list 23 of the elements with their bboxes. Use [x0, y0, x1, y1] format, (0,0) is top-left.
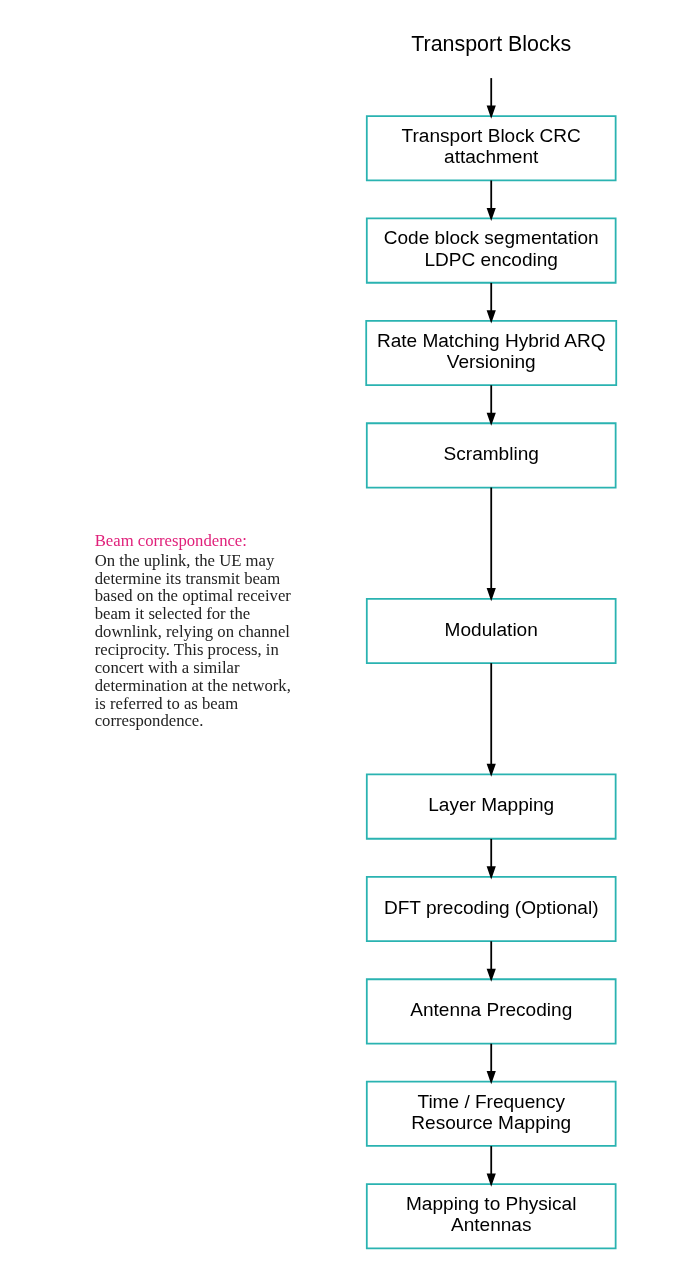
node-box: Code block segmentation LDPC encoding: [365, 217, 617, 284]
arrow: [486, 179, 496, 222]
node-box: Time / Frequency Resource Mapping: [365, 1080, 617, 1147]
node-box: Scrambling: [365, 422, 617, 489]
arrow: [486, 1042, 496, 1085]
arrow: [486, 662, 496, 777]
node-box: Mapping to Physical Antennas: [365, 1183, 617, 1250]
arrow: [486, 77, 496, 119]
node-box: Rate Matching Hybrid ARQ Versioning: [364, 319, 617, 387]
node-box: Layer Mapping: [365, 773, 617, 840]
arrow: [486, 1145, 496, 1187]
node-box: Antenna Precoding: [365, 978, 617, 1045]
arrow: [486, 838, 496, 880]
arrow: [486, 486, 496, 602]
arrow: [486, 384, 496, 426]
node-box: DFT precoding (Optional): [365, 875, 617, 943]
label: On the uplink, the UE may determine its transmit beam based on the optimal receiver beam it selected for the downlink, relying on channel reciprocity. This process, in concert with a similar determination at the network, is referred to as beam correspondence.: [94, 550, 291, 731]
node-text: Transport Blocks: [410, 32, 571, 57]
arrow: [486, 940, 496, 982]
label: Beam correspondence:: [94, 530, 247, 550]
node-box: Transport Block CRC attachment: [365, 115, 617, 182]
node-box: Modulation: [365, 597, 617, 665]
arrow: [486, 282, 496, 324]
